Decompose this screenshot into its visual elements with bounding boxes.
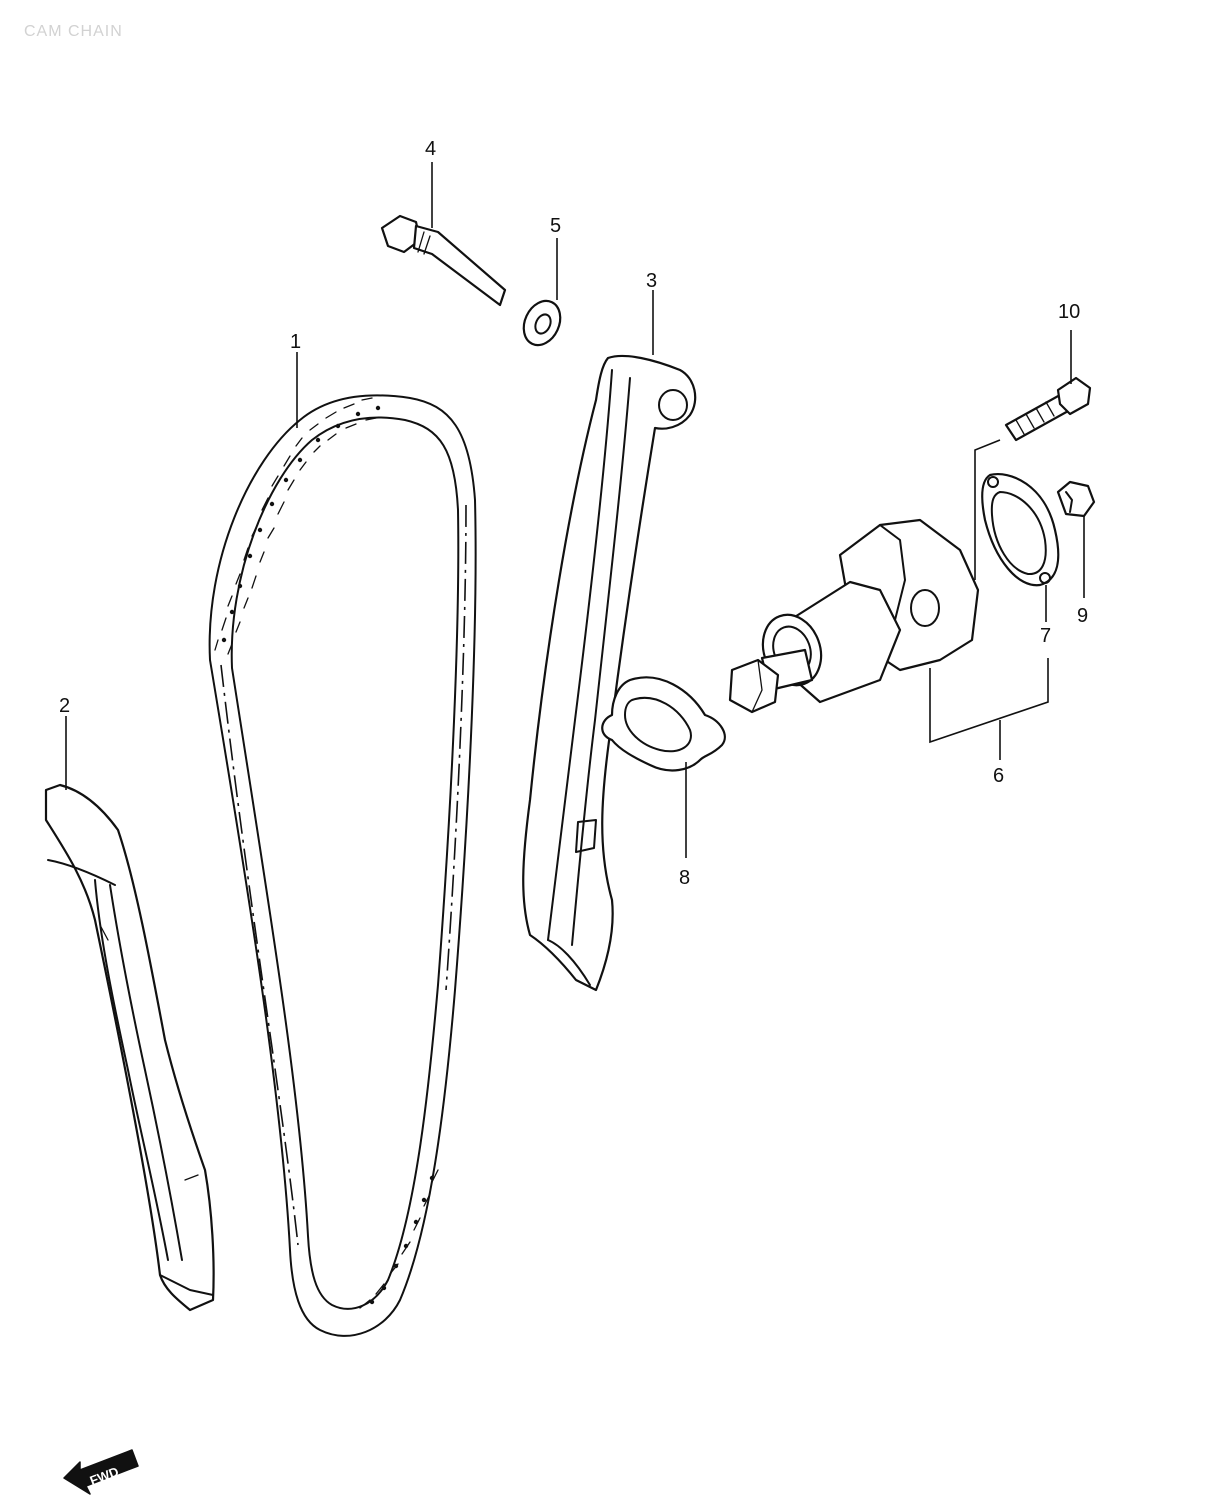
callout-3: 3 [646, 270, 657, 292]
callout-1: 1 [290, 331, 301, 353]
tensioner-bolt [1004, 376, 1092, 442]
washer [522, 299, 562, 347]
callout-2: 2 [59, 695, 70, 717]
callout-4: 4 [425, 138, 436, 160]
guide-gasket [601, 676, 726, 772]
callout-7: 7 [1040, 625, 1051, 647]
cam-chain [208, 394, 477, 1337]
callout-6: 6 [993, 765, 1004, 787]
tensioner-assembly [728, 518, 980, 714]
callout-10: 10 [1058, 301, 1080, 323]
cap-bolt [1056, 480, 1096, 518]
diagram-title: CAM CHAIN [24, 23, 123, 40]
guide-bolt [380, 214, 507, 307]
tensioner-gasket [981, 473, 1060, 587]
forward-direction-arrow: FWD [63, 1449, 139, 1495]
leader-lines [65, 162, 1085, 858]
chain-guide-rear [522, 354, 697, 992]
callout-labels: 1 2 3 4 5 6 7 8 9 10 [59, 138, 1088, 889]
chain-guide-front [44, 783, 215, 1312]
callout-5: 5 [550, 215, 561, 237]
callout-9: 9 [1077, 605, 1088, 627]
callout-8: 8 [679, 867, 690, 889]
